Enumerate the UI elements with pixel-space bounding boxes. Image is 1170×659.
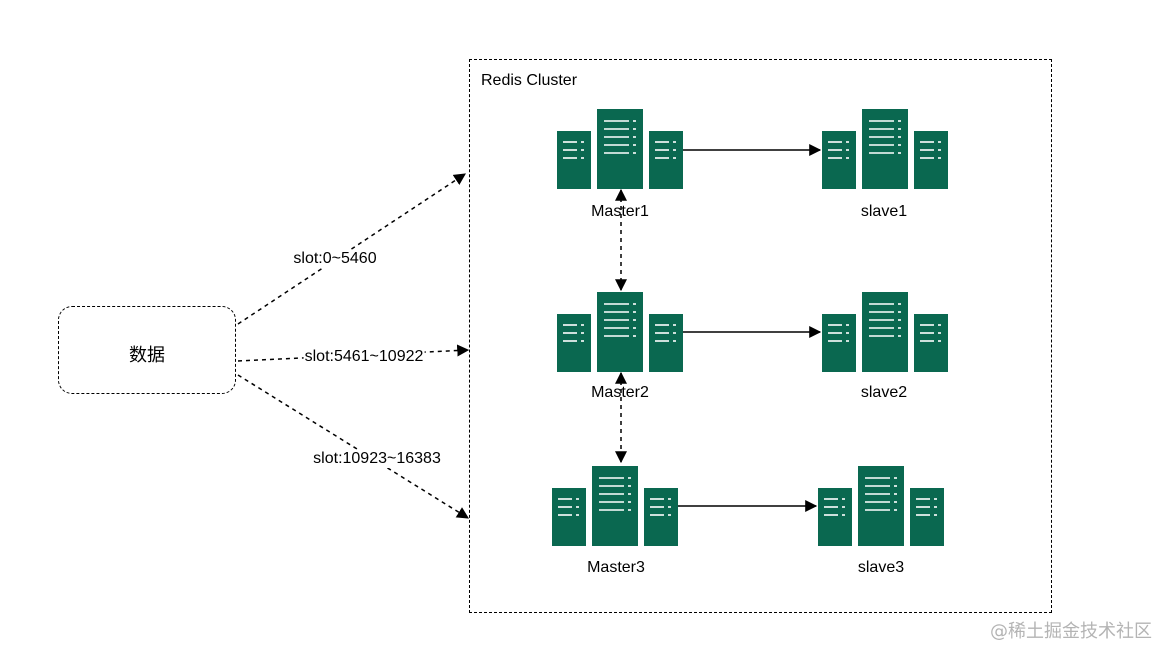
slot-label-2: slot:5461~10922	[303, 348, 425, 366]
master1-label: Master1	[591, 203, 649, 220]
slave2-label: slave2	[860, 384, 908, 401]
cluster-title: Redis Cluster	[481, 72, 578, 89]
slot-label-3: slot:10923~16383	[312, 450, 442, 468]
master3-label: Master3	[587, 559, 645, 576]
master2-label: Master2	[591, 384, 649, 401]
slot-arrow-1	[237, 173, 467, 325]
redis-cluster-boundary: Redis Cluster	[469, 59, 1052, 613]
slot-label-1: slot:0~5460	[292, 250, 378, 268]
data-node: 数据	[58, 306, 236, 394]
data-node-label: 数据	[129, 345, 165, 366]
slave1-label: slave1	[860, 203, 908, 220]
watermark: @稀土掘金技术社区	[990, 621, 1152, 642]
slave3-label: slave3	[857, 559, 905, 576]
slot-arrow-3	[237, 374, 470, 519]
